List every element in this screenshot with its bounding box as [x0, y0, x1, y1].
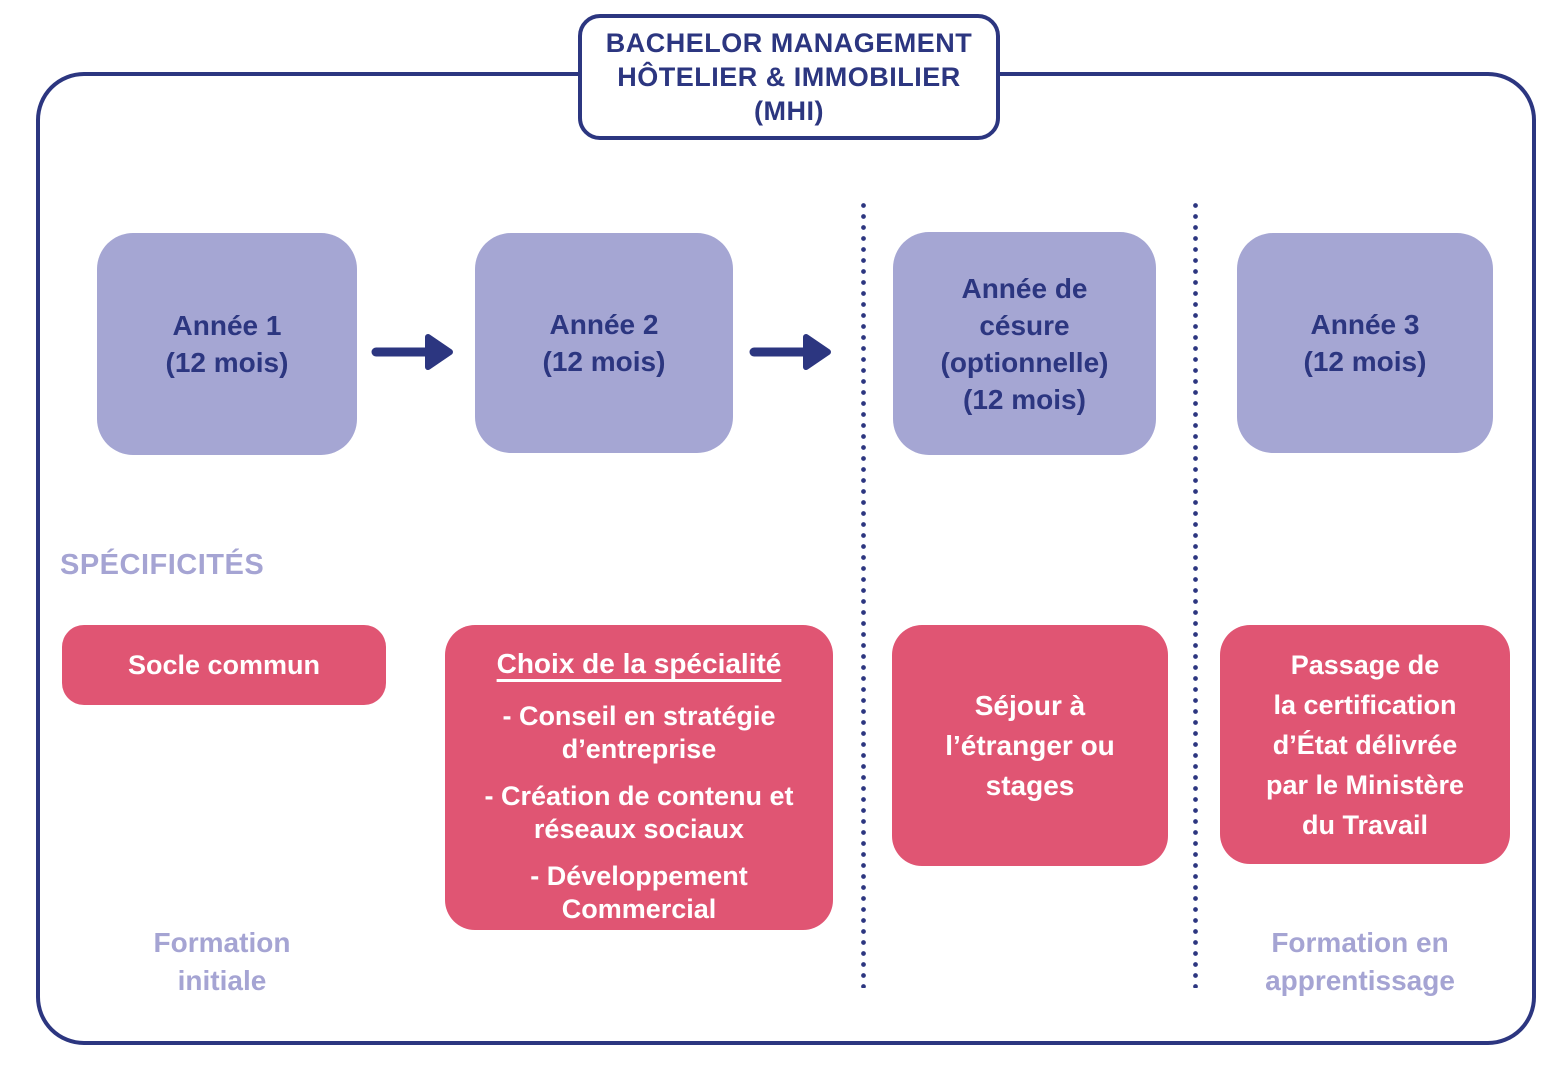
gap-year-activity-box: Séjour à l’étranger ou stages	[892, 625, 1168, 866]
dotted-separator	[1193, 200, 1198, 988]
specialty-choice-box: Choix de la spécialité - Conseil en stra…	[445, 625, 833, 930]
year3-box: Année 3 (12 mois)	[1237, 233, 1493, 453]
formation-initiale-label: Formation initiale	[153, 927, 291, 996]
year2-box: Année 2 (12 mois)	[475, 233, 733, 453]
arrow-right-icon	[749, 334, 831, 370]
common-core-box: Socle commun	[62, 625, 386, 705]
specialty-item: - Développement Commercial	[530, 861, 748, 924]
year1-box: Année 1 (12 mois)	[97, 233, 357, 455]
program-title: BACHELOR MANAGEMENT HÔTELIER & IMMOBILIE…	[605, 28, 973, 126]
specialty-item: - Conseil en stratégie d’entreprise	[502, 701, 776, 764]
arrow-right-icon	[371, 334, 453, 370]
specialty-item: - Création de contenu et réseaux sociaux	[484, 781, 794, 844]
certification-box: Passage de la certification d’État déliv…	[1220, 625, 1510, 864]
specificites-label: SPÉCIFICITÉS	[60, 549, 265, 581]
dotted-separator	[861, 200, 866, 988]
specialty-choice-title: Choix de la spécialité	[496, 648, 782, 679]
gap-year-box: Année de césure (optionnelle) (12 mois)	[893, 232, 1156, 455]
program-title-box: BACHELOR MANAGEMENT HÔTELIER & IMMOBILIE…	[578, 14, 1000, 140]
formation-apprentissage-label: Formation en apprentissage	[1265, 927, 1455, 996]
